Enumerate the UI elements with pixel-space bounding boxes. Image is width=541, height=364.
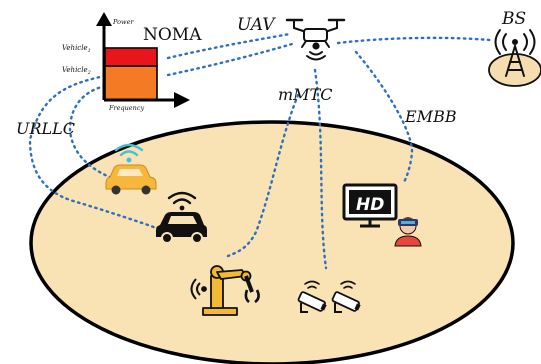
- uav-drone-icon: [285, 18, 346, 61]
- vr-user-icon: [394, 217, 422, 247]
- base-station-icon: [488, 29, 541, 87]
- noma-power-top: [104, 47, 158, 67]
- noma-chart: NOMA Power Frequency Vehicle1 Vehicle2: [62, 12, 202, 112]
- vehicle2-sub: 2: [87, 70, 91, 76]
- embb-label: EMBB: [404, 107, 457, 126]
- svg-text:Vehicle1: Vehicle1: [62, 44, 91, 54]
- frequency-axis-label: Frequency: [108, 104, 144, 112]
- svg-text:Vehicle2: Vehicle2: [62, 66, 91, 76]
- noma-title: NOMA: [143, 25, 202, 45]
- hd-label: HD: [356, 195, 384, 215]
- link-uav-noma-top: [166, 32, 292, 60]
- security-camera-icon: [297, 280, 361, 313]
- power-axis-label: Power: [112, 18, 134, 26]
- vehicle2-label: Vehicle: [62, 66, 88, 74]
- mmtc-label: mMTC: [278, 85, 332, 104]
- link-mmtc-camera: [313, 68, 328, 270]
- robot-arm-icon: [190, 265, 260, 316]
- wifi-car-icon: [105, 143, 157, 195]
- hd-monitor-icon: HD: [342, 183, 398, 228]
- autonomous-car-icon: [156, 191, 207, 244]
- noma-y-arrow: [96, 12, 112, 26]
- link-urllc-inner: [68, 84, 114, 180]
- vehicle1-sub: 1: [88, 48, 91, 54]
- coverage-area: [29, 120, 515, 364]
- link-uav-bs: [336, 36, 492, 45]
- urllc-label: URLLC: [16, 119, 75, 138]
- link-mmtc-robot: [226, 93, 300, 258]
- uav-label: UAV: [237, 15, 276, 35]
- vehicle1-label: Vehicle: [62, 44, 88, 52]
- link-uav-noma-bottom: [166, 42, 294, 77]
- noma-power-bottom: [104, 65, 158, 101]
- noma-x-arrow: [174, 92, 190, 108]
- bs-label: BS: [501, 9, 526, 29]
- link-embb: [354, 50, 414, 184]
- wireless-links: [28, 32, 492, 270]
